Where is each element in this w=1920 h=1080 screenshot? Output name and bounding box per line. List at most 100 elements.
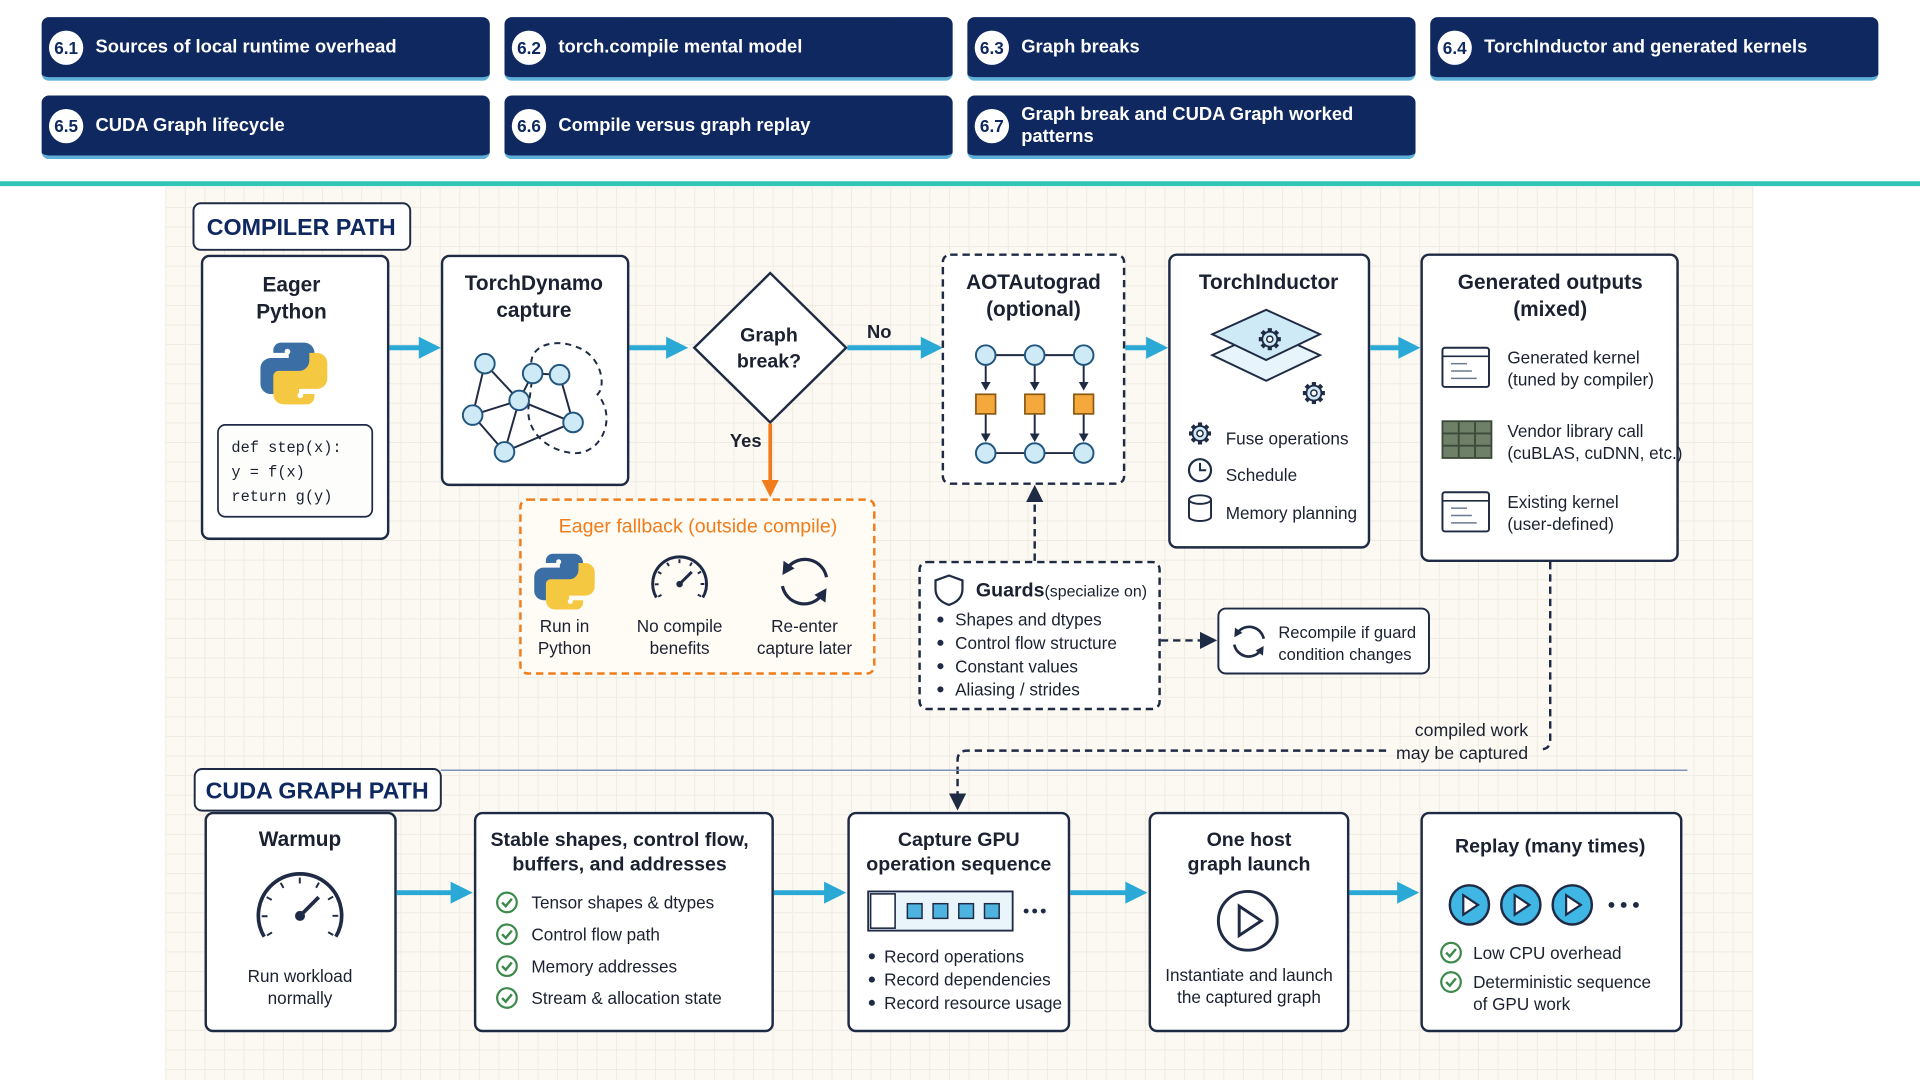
output-item-label: (user-defined)	[1507, 514, 1614, 534]
check-icon	[496, 955, 518, 978]
guard-item: Constant values	[955, 656, 1078, 676]
box-title: capture	[496, 299, 571, 322]
dag-arrow	[980, 382, 991, 391]
box-title: buffers, and addresses	[512, 854, 726, 876]
dag-arrow	[1029, 433, 1040, 443]
python-eye	[567, 598, 573, 604]
check-icon	[1440, 941, 1462, 964]
box-title: operation sequence	[866, 854, 1051, 876]
flow-arrow	[629, 336, 689, 359]
yes-arrow	[761, 423, 779, 498]
tab-label: torch.compile mental model	[558, 36, 803, 57]
box-title: (mixed)	[1513, 298, 1587, 321]
box-frame	[473, 811, 774, 1033]
box-title: Replay (many times)	[1455, 835, 1645, 857]
box-frame	[941, 253, 1126, 485]
stable-item: Control flow path	[531, 924, 660, 944]
check-circle	[1440, 971, 1462, 993]
check-circle	[1440, 941, 1462, 964]
python-yellow	[273, 352, 328, 405]
code-block	[217, 424, 374, 518]
ellipsis-dot	[1032, 908, 1038, 914]
arrow-head	[761, 480, 779, 498]
dag-node	[1023, 442, 1046, 464]
gauge-tick	[266, 931, 273, 937]
section-title-box-cuda	[193, 768, 442, 812]
check-mark	[501, 961, 513, 972]
gear-icon	[1258, 328, 1281, 351]
box-frame	[204, 811, 397, 1033]
flow-arrow	[847, 336, 943, 359]
check-icon	[1440, 971, 1462, 993]
gear-hole	[1265, 335, 1274, 344]
box-frame	[1168, 253, 1371, 549]
gauge-icon	[651, 555, 708, 599]
shield-icon	[934, 574, 964, 607]
check-circle	[496, 987, 518, 1009]
bullet	[868, 976, 875, 983]
check-icon	[496, 987, 518, 1009]
graph-edge	[504, 421, 574, 453]
code-line: def step(x):	[231, 439, 341, 457]
film-frame	[932, 902, 949, 920]
refresh-arc	[1232, 644, 1262, 658]
bullet	[937, 663, 944, 670]
film-frame	[906, 902, 923, 920]
tab-label: TorchInductor and generated kernels	[1484, 36, 1808, 57]
dag-node	[1023, 344, 1046, 366]
dag-node	[974, 344, 997, 366]
section-title: COMPILER PATH	[207, 214, 396, 240]
stable-item: Memory addresses	[531, 956, 677, 976]
gauge-tick	[279, 882, 285, 889]
dag-op	[975, 393, 997, 415]
graph-node	[521, 362, 544, 385]
decision-text: Graph	[740, 325, 798, 347]
inductor-item: Fuse operations	[1226, 428, 1349, 448]
fallback-item-label: Re-enter	[771, 616, 838, 636]
tab-label: Sources of local runtime overhead	[95, 36, 397, 57]
tab-6-1[interactable]: 6.1 Sources of local runtime overhead	[41, 17, 490, 81]
stable-box: Stable shapes, control flow,buffers, and…	[473, 811, 774, 1033]
graph-node	[508, 389, 530, 412]
tab-label: CUDA Graph lifecycle	[95, 114, 285, 136]
handoff-link-head	[948, 793, 967, 811]
check-icon	[496, 923, 518, 946]
code-window-icon	[1441, 491, 1490, 533]
divider-line	[0, 181, 1920, 187]
refresh-head	[1255, 646, 1264, 656]
output-item-label: Vendor library call	[1507, 421, 1643, 441]
guards-subtitle: (specialize on)	[1044, 583, 1147, 600]
arrow-head	[1397, 881, 1420, 904]
capture-item: Record operations	[884, 946, 1024, 966]
arrow-head	[1125, 881, 1148, 904]
section-title-box-compiler	[192, 202, 412, 251]
check-mark	[1445, 948, 1457, 959]
gear-icon	[1302, 382, 1325, 405]
bullet	[937, 616, 944, 623]
gauge-icon	[256, 872, 344, 938]
tab-number: 6.7	[974, 108, 1009, 143]
inductor-item: Memory planning	[1226, 503, 1357, 523]
play-icon	[1500, 884, 1542, 926]
code-window-icon	[1441, 346, 1490, 388]
box-title: Eager	[263, 273, 321, 296]
bullet	[868, 953, 875, 960]
flow-arrow	[1125, 336, 1169, 359]
capture-item: Record dependencies	[884, 970, 1051, 990]
tab-number: 6.1	[48, 30, 84, 65]
gauge-tick	[327, 931, 334, 936]
check-mark	[1445, 977, 1457, 988]
python-yellow	[545, 563, 595, 610]
